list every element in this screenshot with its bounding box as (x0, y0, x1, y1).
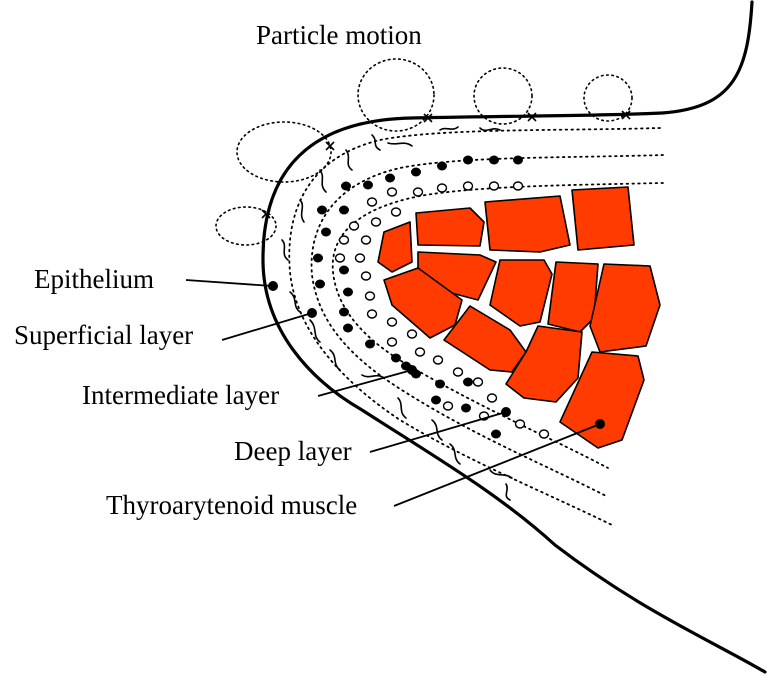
fiber (362, 375, 384, 378)
open-dot (350, 222, 359, 230)
filled-dot (513, 156, 523, 165)
muscle-cell (485, 196, 570, 252)
epithelium-leader-dot (268, 281, 278, 291)
filled-dot (431, 396, 441, 405)
open-dot (372, 218, 381, 226)
muscle-cell (572, 187, 634, 250)
filled-dot (363, 181, 373, 190)
filled-dot (463, 378, 473, 387)
filled-dot (461, 404, 471, 413)
open-dot (474, 378, 483, 386)
open-dot (514, 182, 523, 190)
superficial-layer-leader-line (222, 313, 312, 340)
fiber (440, 127, 458, 130)
intermediate-layer-leader-line (318, 370, 412, 396)
filled-dot (339, 266, 349, 275)
filled-dot (321, 228, 331, 237)
fiber (450, 444, 460, 464)
thyroarytenoid-muscle-leader-dot (595, 419, 605, 429)
fiber (372, 135, 380, 150)
open-dot (388, 338, 397, 346)
open-dot (388, 188, 397, 196)
filled-dot (437, 162, 447, 171)
fiber (506, 484, 510, 500)
labels: Particle motion Epithelium Superficial l… (14, 20, 422, 520)
filled-dot (435, 380, 445, 389)
fiber (300, 200, 304, 222)
muscle-cell (590, 264, 660, 352)
superficial-layer-label: Superficial layer (14, 320, 193, 350)
thyroarytenoid-muscle-label: Thyroarytenoid muscle (106, 490, 357, 520)
open-dot (336, 254, 345, 262)
muscle-cell (416, 208, 484, 246)
filled-dot (463, 156, 473, 165)
open-dot (408, 330, 417, 338)
filled-dot (491, 430, 501, 439)
particle-motion-label: Particle motion (256, 20, 422, 50)
epithelium-label: Epithelium (34, 264, 154, 294)
epithelium-leader-line (186, 280, 272, 286)
open-dot (368, 310, 377, 318)
filled-dot (341, 182, 351, 191)
open-dot (392, 208, 401, 216)
intermediate-layer-label: Intermediate layer (82, 380, 279, 410)
filled-dot (339, 308, 349, 317)
fiber (432, 420, 442, 440)
open-dot (362, 272, 371, 280)
open-dot (366, 292, 375, 300)
open-dot (490, 182, 499, 190)
open-dot (464, 182, 473, 190)
filled-dot (343, 324, 353, 333)
filled-dot (365, 340, 375, 349)
open-dot (454, 368, 463, 376)
thyroarytenoid-muscle-cells (378, 187, 660, 448)
filled-dot (385, 174, 395, 183)
open-dot (414, 188, 423, 196)
muscle-cell (378, 222, 412, 272)
fiber (282, 240, 288, 260)
open-dot (368, 198, 377, 206)
filled-dot (489, 156, 499, 165)
open-dot (540, 430, 549, 438)
deep-layer-label: Deep layer (234, 436, 352, 466)
open-dot (362, 236, 371, 244)
filled-dot (315, 280, 325, 289)
intermediate-layer-leader-dot (407, 365, 417, 375)
open-dot (434, 356, 443, 364)
fiber (346, 150, 352, 170)
open-dot (516, 420, 525, 428)
open-dot (444, 402, 453, 410)
deep-layer-leader-line (370, 412, 506, 452)
open-dot (356, 254, 365, 262)
filled-dot (343, 288, 353, 297)
superficial-layer-leader-dot (307, 308, 317, 318)
fiber (490, 470, 512, 478)
open-dot (488, 394, 497, 402)
filled-dot (317, 206, 327, 215)
fiber (320, 170, 326, 192)
filled-dot (339, 206, 349, 215)
filled-dot (313, 254, 323, 263)
open-dot (340, 236, 349, 244)
open-dot (438, 184, 447, 192)
open-dot (388, 318, 397, 326)
open-dot (416, 348, 425, 356)
filled-dot (411, 168, 421, 177)
fiber (398, 398, 406, 418)
deep-layer-leader-dot (501, 407, 511, 417)
muscle-cell (490, 260, 552, 326)
filled-dot (391, 354, 401, 363)
fiber (388, 143, 412, 146)
